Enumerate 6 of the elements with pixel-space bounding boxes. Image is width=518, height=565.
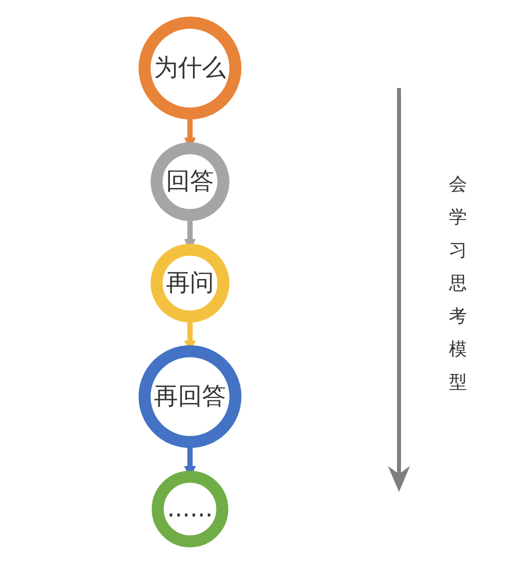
node-circle: 为什么 — [138, 16, 242, 120]
vertical-caption: 会学习思考模型 — [448, 173, 468, 395]
node-circle: ...... — [152, 470, 228, 548]
node-circle: 再问 — [150, 244, 230, 322]
node-circle: 回答 — [150, 142, 230, 221]
node-circle: 再回答 — [138, 345, 242, 448]
